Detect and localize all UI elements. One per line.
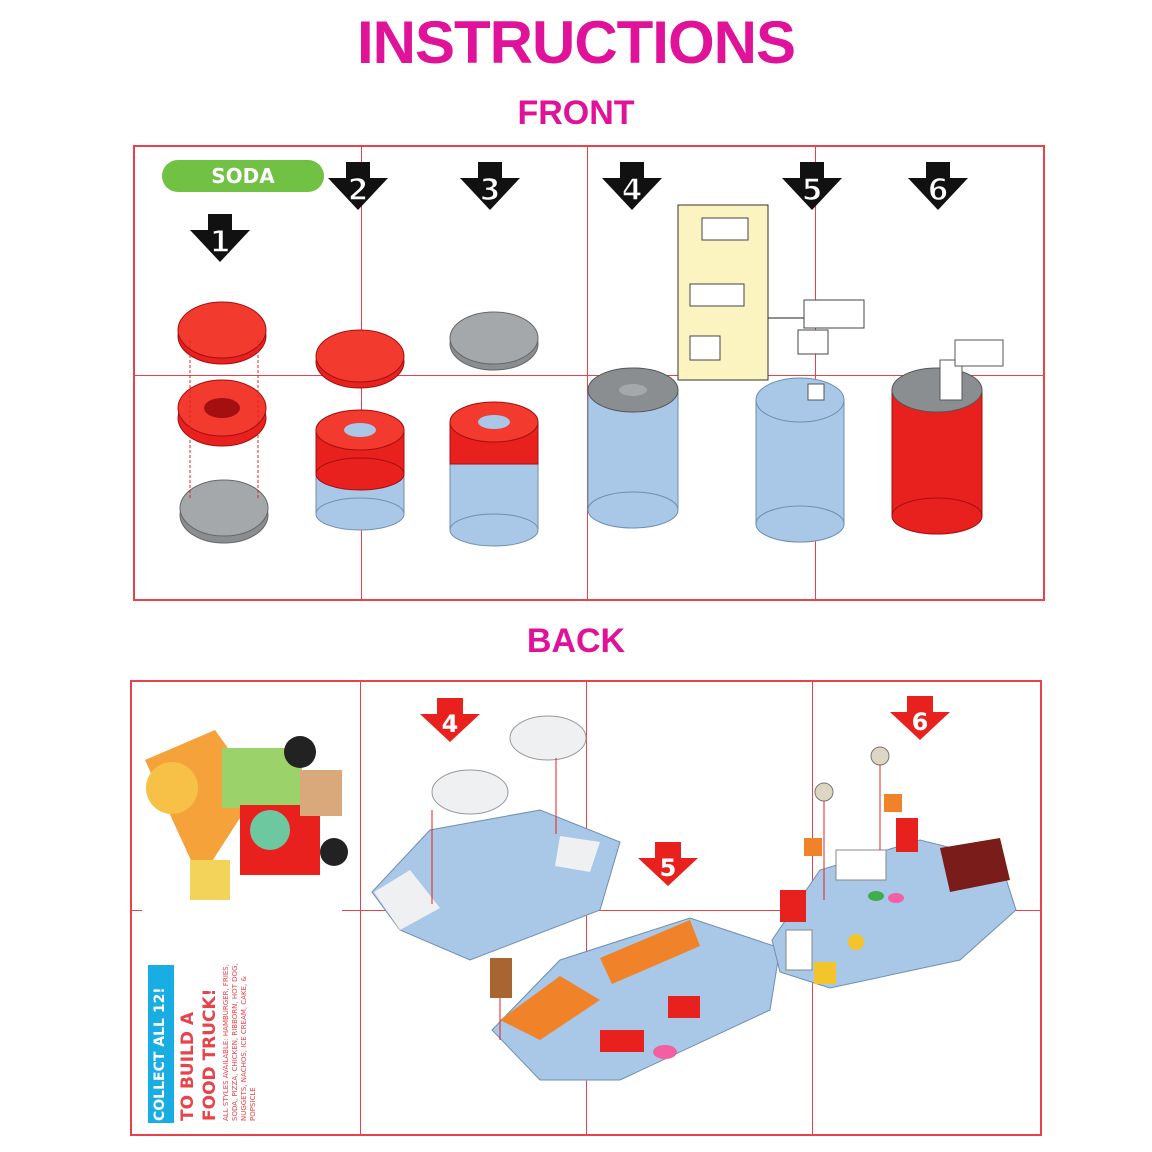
collect-all-promo: COLLECT ALL 12! TO BUILD A FOOD TRUCK! A…	[148, 963, 318, 1125]
back-step-6-number: 6	[912, 708, 929, 736]
step-5-inset-illustration	[677, 204, 865, 381]
promo-band	[148, 965, 174, 1123]
back-step-4-number: 4	[442, 710, 459, 738]
step-1-number: 1	[210, 225, 231, 260]
food-truck-photo	[142, 718, 348, 914]
step-4-number: 4	[622, 173, 643, 208]
step-5-number: 5	[802, 173, 823, 208]
soda-tag: SODA	[162, 160, 324, 192]
front-section-title: FRONT	[517, 94, 635, 132]
back-step-4-base-illustration	[371, 715, 621, 961]
step-5-bricks-illustration	[755, 377, 845, 543]
promo-line-2: FOOD TRUCK!	[200, 988, 220, 1121]
step-2-bricks-illustration	[315, 329, 405, 531]
step-1-bricks-illustration	[177, 301, 269, 544]
step-6-soda-illustration	[891, 339, 1004, 535]
step-2-number: 2	[348, 173, 369, 208]
step-3-number: 3	[480, 173, 501, 208]
back-step-5-number: 5	[660, 854, 677, 882]
promo-collect-text: COLLECT ALL 12!	[152, 987, 168, 1121]
step-3-bricks-illustration	[449, 311, 539, 547]
promo-styles-text: ALL STYLES AVAILABLE: HAMBURGER, FRIES, …	[222, 963, 257, 1121]
page-title: INSTRUCTIONS	[357, 9, 796, 76]
back-section-title: BACK	[526, 622, 626, 660]
step-6-number: 6	[928, 173, 949, 208]
back-step-5-base-illustration	[490, 917, 781, 1081]
back-step-6-base-illustration	[771, 746, 1017, 989]
promo-line-1: TO BUILD A	[178, 1011, 198, 1121]
step-4-bricks-illustration	[587, 367, 679, 529]
